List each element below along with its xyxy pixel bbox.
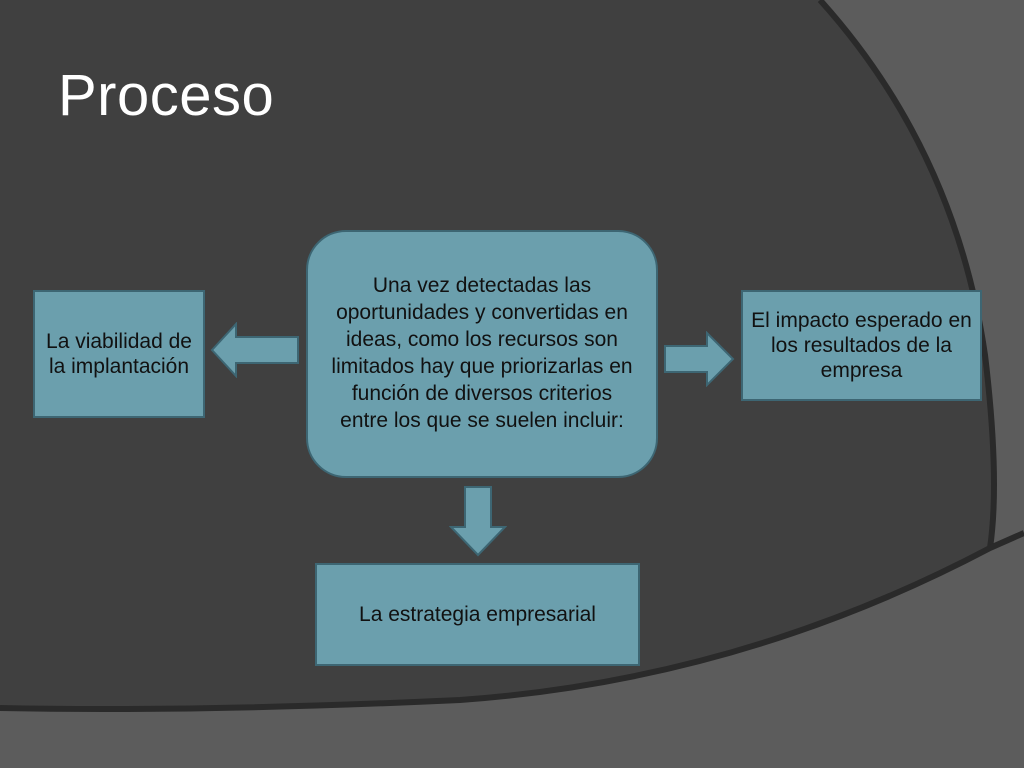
background-bottom-curve: [0, 530, 1024, 712]
left-arrow-icon: [210, 322, 299, 378]
left-box-text: La viabilidad de la implantación: [46, 329, 192, 378]
down-arrow-icon: [449, 486, 507, 557]
right-arrow-icon: [664, 331, 735, 387]
right-box: El impacto esperado en los resultados de…: [741, 290, 982, 401]
bottom-box-text: La estrategia empresarial: [359, 602, 596, 626]
bottom-box: La estrategia empresarial: [315, 563, 640, 666]
right-box-text: El impacto esperado en los resultados de…: [751, 308, 972, 383]
left-box: La viabilidad de la implantación: [33, 290, 205, 418]
center-box: Una vez detectadas las oportunidades y c…: [306, 230, 658, 478]
center-box-text: Una vez detectadas las oportunidades y c…: [331, 274, 633, 432]
slide-title: Proceso: [58, 63, 275, 128]
